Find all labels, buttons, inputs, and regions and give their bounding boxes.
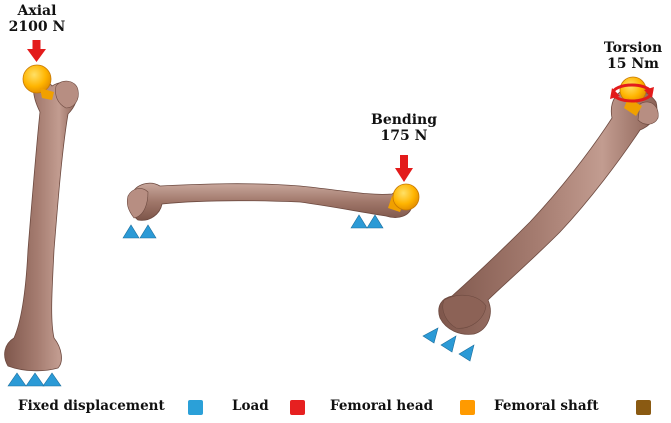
support-triangle bbox=[122, 224, 140, 239]
femur-bending-head bbox=[392, 183, 420, 211]
load-arrow-bending bbox=[395, 155, 413, 182]
legend-femoral-shaft-label: Femoral shaft bbox=[494, 398, 599, 414]
femur-torsion bbox=[438, 76, 659, 335]
femur-axial-trochanter bbox=[55, 80, 79, 109]
support-triangle bbox=[25, 372, 45, 387]
support-triangle bbox=[42, 372, 62, 387]
supports-bending-left bbox=[122, 224, 157, 239]
bending-label: Bending 175 N bbox=[364, 112, 444, 144]
femur-torsion-shaft bbox=[438, 88, 658, 335]
legend-femoral-head-swatch bbox=[460, 400, 475, 415]
torsion-title: Torsion bbox=[603, 40, 663, 56]
supports-bending-right bbox=[350, 214, 384, 229]
support-triangle bbox=[440, 335, 457, 353]
axial-title: Axial bbox=[17, 3, 57, 19]
torsion-label: Torsion 15 Nm bbox=[596, 40, 670, 72]
legend-fixed-displacement-swatch bbox=[188, 400, 203, 415]
femur-axial-head bbox=[22, 64, 52, 94]
femur-torsion-neck bbox=[624, 98, 642, 116]
legend-load-label: Load bbox=[232, 398, 269, 414]
axial-label: Axial 2100 N bbox=[2, 3, 72, 35]
femur-bending-condyle bbox=[126, 188, 149, 219]
support-triangle bbox=[139, 224, 157, 239]
bending-value: 175 N bbox=[380, 128, 428, 144]
legend-fixed-displacement-label: Fixed displacement bbox=[18, 398, 165, 414]
femur-bending bbox=[126, 182, 420, 221]
support-triangle bbox=[366, 214, 384, 229]
supports-axial bbox=[7, 372, 62, 387]
femur-bending-shaft bbox=[129, 182, 413, 221]
legend-femoral-head-label: Femoral head bbox=[330, 398, 434, 414]
legend-load-swatch bbox=[290, 400, 305, 415]
axial-value: 2100 N bbox=[8, 19, 66, 35]
femur-torsion-trochanter bbox=[637, 101, 659, 125]
support-triangle bbox=[7, 372, 27, 387]
torsion-value: 15 Nm bbox=[607, 56, 659, 72]
bending-title: Bending bbox=[371, 112, 437, 128]
femur-axial-neck bbox=[40, 88, 54, 100]
femur-axial-shaft bbox=[4, 80, 78, 372]
femur-axial bbox=[4, 64, 79, 372]
supports-torsion bbox=[422, 327, 475, 362]
load-arrow-axial bbox=[27, 40, 46, 62]
legend-femoral-shaft-swatch bbox=[636, 400, 651, 415]
support-triangle bbox=[350, 214, 368, 229]
support-triangle bbox=[422, 327, 439, 344]
femur-torsion-condyle bbox=[442, 294, 487, 329]
support-triangle bbox=[458, 344, 475, 362]
torsion-rotation-arrow bbox=[610, 83, 654, 103]
